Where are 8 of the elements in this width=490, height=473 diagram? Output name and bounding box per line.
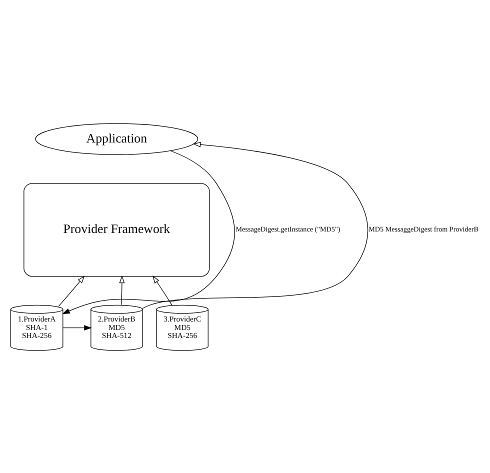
arrow bbox=[62, 324, 92, 330]
arrow bbox=[142, 141, 368, 308]
arrow bbox=[119, 274, 125, 305]
arrow bbox=[152, 275, 172, 305]
node-ellipse: Application bbox=[35, 122, 198, 154]
node-box: Provider Framework bbox=[24, 182, 210, 276]
arrow bbox=[58, 275, 85, 306]
arrow bbox=[62, 150, 235, 314]
